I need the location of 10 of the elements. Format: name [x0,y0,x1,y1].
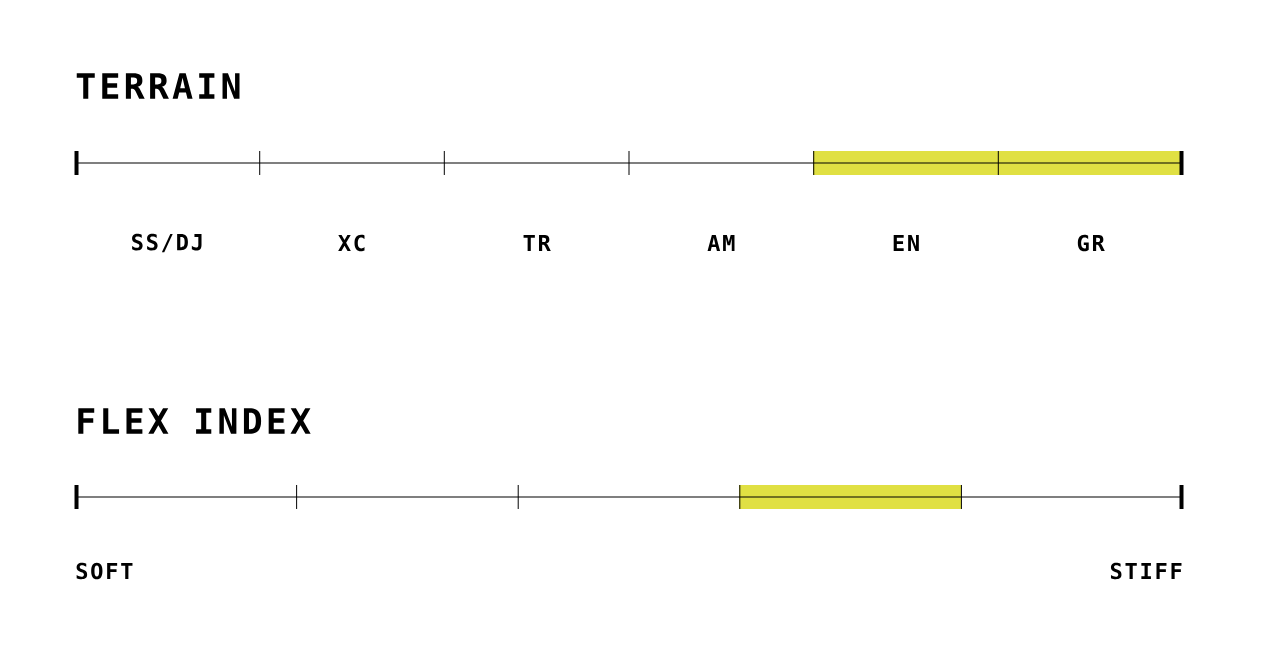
scale-label: SOFT [76,562,133,580]
heading: TERRAIN [76,73,240,99]
scale-label: SS/DJ [132,233,202,253]
scale-label: STIFF [1110,562,1182,580]
scale-label: TR [523,234,551,251]
scale-label: AM [707,234,735,251]
heading: FLEX INDEX [78,408,311,434]
scale-label: GR [1077,234,1105,252]
scale-label: EN [893,234,919,251]
scale-label: XC [338,234,365,252]
